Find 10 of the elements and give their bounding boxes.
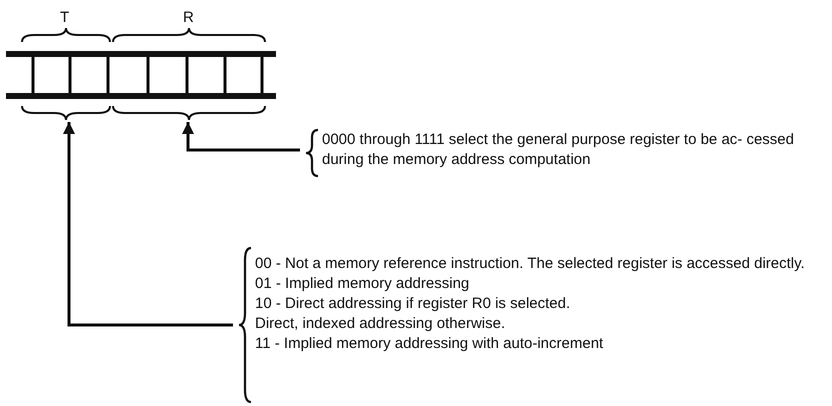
field-label: T: [60, 8, 70, 28]
description-text: 0000 through 1111 select the general purpose register to be ac- cessed during the memory address computation: [322, 130, 795, 170]
description-text: 00 - Not a memory reference instruction. The selected register is accessed directly.: [255, 254, 806, 274]
description-text: Direct, indexed addressing otherwise.: [255, 314, 506, 334]
description-text: 11 - Implied memory addressing with auto-increment: [255, 334, 604, 354]
description-text: 10 - Direct addressing if register R0 is selected.: [255, 294, 572, 314]
arrow: [182, 122, 300, 152]
field-label: R: [183, 8, 194, 28]
description-text: 01 - Implied memory addressing: [255, 274, 470, 294]
arrow: [63, 122, 233, 326]
